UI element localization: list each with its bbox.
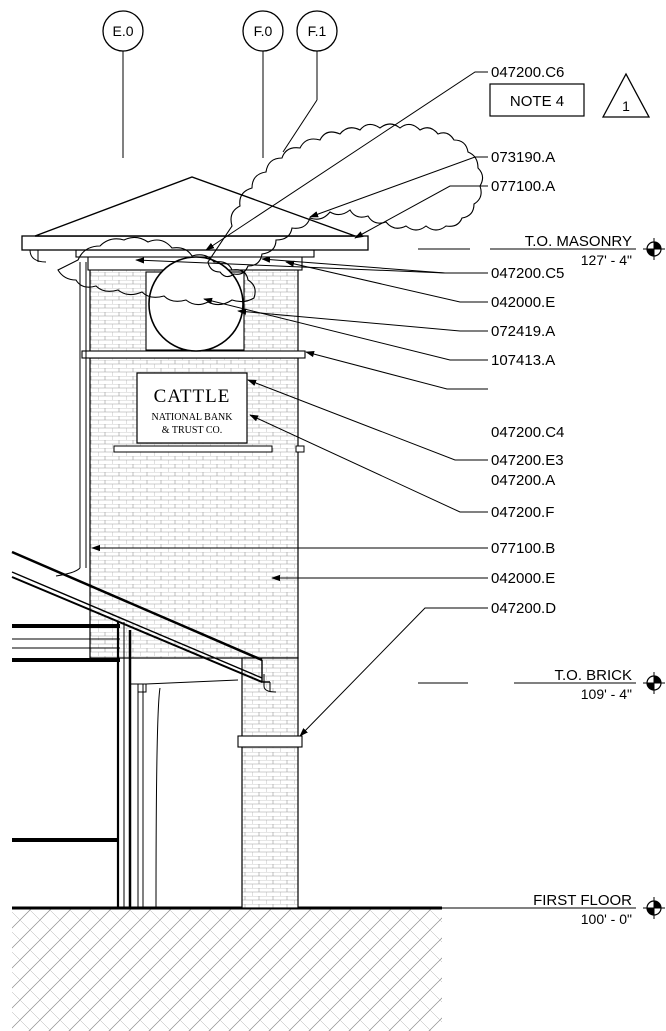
adjacent-canopy	[11, 550, 277, 909]
grid-bubble-f1: F.1	[296, 10, 338, 52]
callout-label: 047200.F	[491, 504, 554, 521]
downspout	[55, 262, 87, 577]
note-box: NOTE 4	[489, 83, 585, 117]
callout-label: 077100.A	[491, 178, 555, 195]
svg-text:127' - 4": 127' - 4"	[581, 252, 632, 268]
callout-label: 047200.A	[491, 472, 555, 489]
callout-label: 047200.D	[491, 600, 556, 617]
callout-label: 042000.E	[491, 294, 555, 311]
svg-text:E.0: E.0	[112, 23, 133, 39]
callout-label: 042000.E	[491, 570, 555, 587]
sign-line-1: CATTLE	[154, 386, 231, 407]
callout-label: 047200.C4	[491, 424, 564, 441]
svg-text:T.O. BRICK: T.O. BRICK	[554, 667, 632, 684]
svg-text:NOTE 4: NOTE 4	[510, 93, 564, 110]
elevation-marker-masonry: T.O. MASONRY 127' - 4"	[418, 233, 665, 268]
elevation-marker-brick: T.O. BRICK 109' - 4"	[418, 667, 665, 702]
svg-text:109' - 4": 109' - 4"	[581, 686, 632, 702]
sign-line-3: & TRUST CO.	[162, 425, 222, 436]
callout-label: 047200.E3	[491, 452, 564, 469]
clock-face	[145, 256, 245, 352]
revision-cloud-upper	[207, 123, 484, 278]
svg-text:100' - 0": 100' - 0"	[581, 911, 632, 927]
svg-text:T.O. MASONRY: T.O. MASONRY	[525, 233, 632, 250]
svg-text:F.1: F.1	[308, 23, 327, 39]
sign-line-2: NATIONAL BANK	[151, 412, 233, 423]
leader-lines	[91, 71, 488, 737]
tower-shaft	[89, 267, 303, 909]
grid-bubble-e0: E.0	[102, 10, 144, 52]
callout-label: 073190.A	[491, 149, 555, 166]
svg-text:1: 1	[622, 98, 630, 114]
revision-delta: 1	[601, 72, 651, 118]
revision-cloud	[57, 236, 256, 306]
svg-text:F.0: F.0	[254, 23, 273, 39]
ground-hatch	[12, 909, 442, 1031]
callout-label: 047200.C5	[491, 265, 564, 282]
grid-lines	[122, 51, 318, 158]
grid-bubble-f0: F.0	[242, 10, 284, 52]
svg-text:FIRST FLOOR: FIRST FLOOR	[533, 892, 632, 909]
callout-label: 072419.A	[491, 323, 555, 340]
callout-labels: 047200.C6 073190.A 077100.A 047200.C5 04…	[491, 64, 564, 617]
callout-label: 047200.C6	[491, 64, 564, 81]
elevation-marker-first-floor: FIRST FLOOR 100' - 0"	[442, 892, 665, 927]
bank-sign: CATTLE NATIONAL BANK & TRUST CO.	[113, 372, 305, 453]
callout-label: 077100.B	[491, 540, 555, 557]
callout-label: 107413.A	[491, 352, 555, 369]
